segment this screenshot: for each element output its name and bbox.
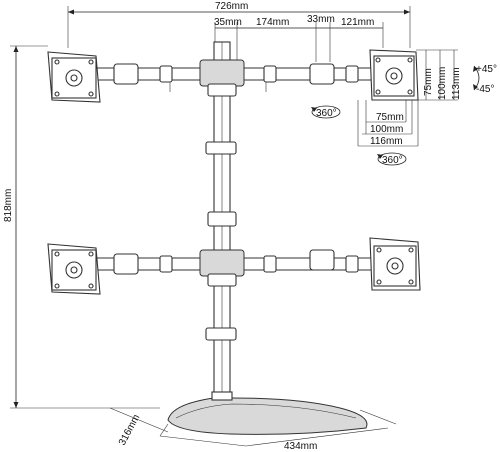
upper-arm-assembly bbox=[87, 59, 389, 97]
vesa-height-75-label: 75mm bbox=[423, 68, 434, 96]
vesa-plate-lower-left bbox=[47, 243, 101, 295]
vesa-width-116-label: 116mm bbox=[370, 136, 403, 147]
base-depth-label: 316mm bbox=[117, 413, 142, 448]
head-swivel-icon bbox=[377, 152, 407, 166]
vesa-plate-upper-left bbox=[47, 51, 101, 103]
vesa-plate-lower-right bbox=[369, 237, 421, 291]
arm-swivel-label: 360° bbox=[316, 108, 337, 119]
vesa-width-dimensions bbox=[357, 100, 419, 147]
head-swivel-label: 360° bbox=[382, 155, 403, 166]
arm-swivel-icon bbox=[311, 105, 341, 119]
vesa-plate-upper-right bbox=[369, 49, 419, 101]
vesa-width-100-label: 100mm bbox=[370, 124, 403, 135]
pole-collars bbox=[205, 141, 237, 341]
clamp-width-label: 33mm bbox=[307, 14, 335, 25]
base-width-label: 434mm bbox=[284, 441, 317, 452]
outer-arm-label: 121mm bbox=[341, 17, 374, 28]
tilt-down-label: -45° bbox=[476, 84, 494, 95]
total-height-dimension bbox=[10, 45, 160, 409]
pole-diameter-label: 35mm bbox=[214, 17, 242, 28]
stand-base bbox=[167, 391, 368, 435]
lower-arm-assembly bbox=[87, 249, 389, 287]
inner-arm-label: 174mm bbox=[256, 17, 289, 28]
vesa-width-75-label: 75mm bbox=[376, 112, 404, 123]
tilt-arrow-icon bbox=[473, 65, 480, 91]
tilt-up-label: +45° bbox=[476, 64, 497, 75]
total-width-label: 726mm bbox=[215, 1, 248, 12]
sub-width-dimensions bbox=[214, 22, 384, 62]
base-dimensions bbox=[109, 407, 397, 447]
vesa-height-113-label: 113mm bbox=[451, 67, 462, 100]
total-height-label: 818mm bbox=[3, 189, 14, 222]
vesa-height-dimensions bbox=[416, 49, 458, 101]
vesa-height-100-label: 100mm bbox=[437, 67, 448, 100]
total-width-dimension bbox=[67, 6, 411, 48]
